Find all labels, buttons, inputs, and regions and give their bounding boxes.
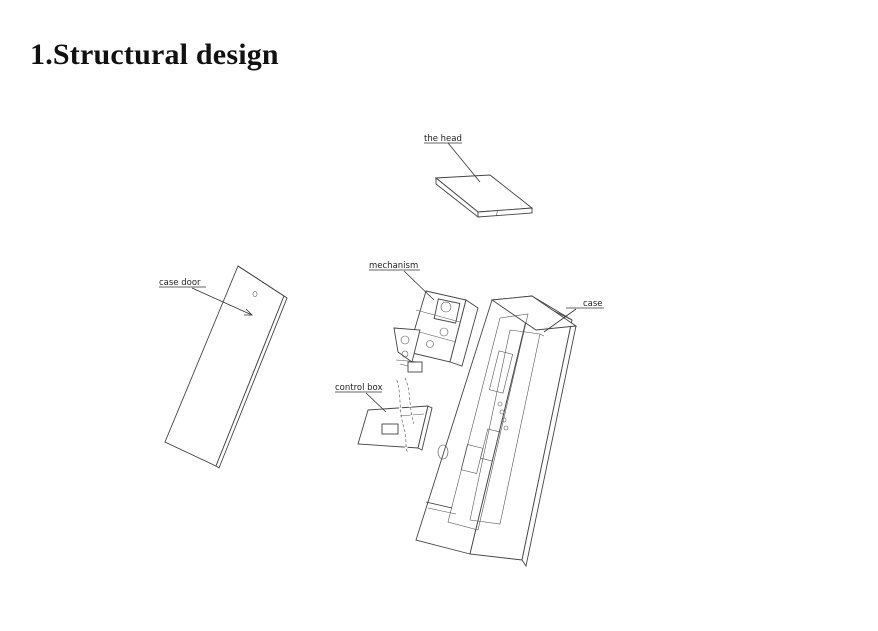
case-door-part bbox=[164, 265, 288, 469]
mechanism-label: mechanism bbox=[369, 261, 418, 271]
control-box-label: control box bbox=[335, 383, 383, 393]
case-leader bbox=[543, 307, 604, 333]
mechanism-leader bbox=[369, 269, 435, 301]
head-part bbox=[434, 174, 534, 218]
section-heading: 1.Structural design bbox=[30, 38, 279, 71]
case-door-label: case door bbox=[159, 278, 201, 288]
cable-chain bbox=[394, 375, 416, 454]
case-label: case bbox=[583, 299, 603, 309]
control-box-part bbox=[357, 375, 433, 454]
mechanism-part bbox=[393, 290, 479, 373]
head-leader bbox=[424, 142, 481, 183]
case-part bbox=[415, 295, 578, 568]
control-box-leader bbox=[335, 391, 387, 413]
head-label: the head bbox=[424, 134, 462, 144]
case-door-leader bbox=[159, 286, 253, 316]
